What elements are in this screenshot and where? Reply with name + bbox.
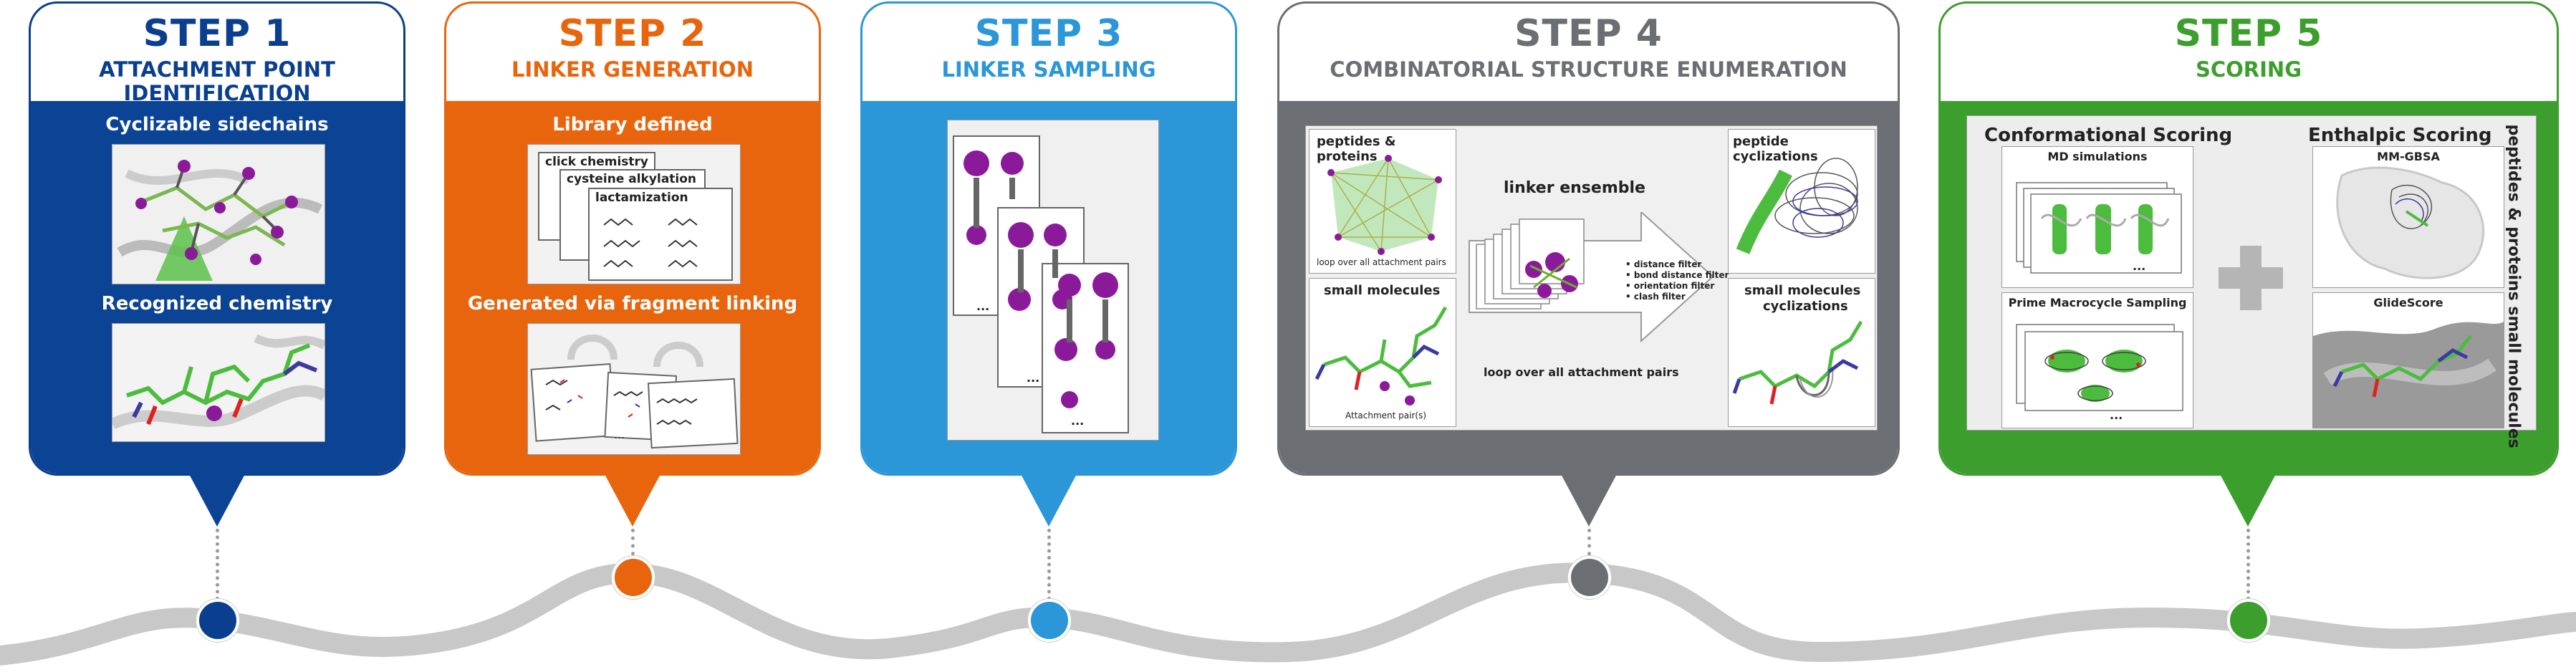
step1-image-chemistry xyxy=(112,323,325,442)
step3-ellipsis-2: ... xyxy=(1027,371,1039,385)
step1-pointer xyxy=(188,473,246,527)
md-ellipsis: ... xyxy=(2133,259,2145,273)
step2-subtitle: LINKER GENERATION xyxy=(511,57,754,82)
step1-body: Cyclizable sidechains Recognized chemist… xyxy=(31,101,403,474)
chemistry-molecule-icon xyxy=(112,334,325,430)
prime-sampling-label: Prime Macrocycle Sampling xyxy=(2008,296,2187,309)
peptides-caption: loop over all attachment pairs xyxy=(1317,257,1446,267)
step3-timeline-node xyxy=(1028,599,1071,642)
step2-body: Library defined click chemistry cysteine… xyxy=(446,101,819,474)
step1-connector xyxy=(216,529,219,600)
step4-title: STEP 4 xyxy=(1514,12,1663,55)
step5-side-label: peptides & proteins small molecules xyxy=(2504,124,2523,448)
peptide-cyclizations-label: peptide cyclizations xyxy=(1733,134,1818,164)
step5-card: STEP 5 SCORING Conformational Scoring MD… xyxy=(1938,1,2559,476)
mmgbsa-label: MM-GBSA xyxy=(2377,150,2440,163)
md-simulations-panel: MD simulations ... xyxy=(2001,146,2193,288)
step3-subtitle: LINKER SAMPLING xyxy=(941,57,1156,82)
step3-ellipsis-1: ... xyxy=(976,299,989,313)
prime-sampling-panel: Prime Macrocycle Sampling ... xyxy=(2001,292,2193,428)
sidechains-molecule-icon xyxy=(117,160,323,281)
filter-distance: • distance filter xyxy=(1625,259,1702,269)
prime-ellipsis: ... xyxy=(2110,408,2123,422)
step2-timeline-node xyxy=(612,556,655,599)
step2-card: STEP 2 LINKER GENERATION Library defined… xyxy=(444,1,821,476)
step4-small-molecules-panel: small molecules Attachment pair(s) xyxy=(1309,278,1456,427)
glidescore-panel: GlideScore xyxy=(2312,292,2504,428)
fragment-linking-icon: ... xyxy=(530,335,739,449)
step2-label-bottom: Generated via fragment linking xyxy=(467,293,798,315)
step2-connector xyxy=(631,529,635,563)
lactam-structures-icon xyxy=(603,218,698,268)
step4-content-area: peptides & proteins loop over all attach… xyxy=(1305,125,1878,431)
step3-title: STEP 3 xyxy=(974,12,1123,55)
step2-label-top: Library defined xyxy=(552,114,713,135)
step4-connector xyxy=(1587,529,1591,563)
step3-sampling-panel: ... ... ... xyxy=(947,120,1159,441)
step4-pointer xyxy=(1560,473,1618,527)
step3-body: ... ... ... xyxy=(862,101,1235,474)
loop-caption: loop over all attachment pairs xyxy=(1484,365,1679,379)
step4-card: STEP 4 COMBINATORIAL STRUCTURE ENUMERATI… xyxy=(1277,1,1900,476)
step5-title: STEP 5 xyxy=(2174,12,2323,55)
step1-label-top: Cyclizable sidechains xyxy=(105,114,329,135)
step4-timeline-node xyxy=(1568,556,1611,599)
step3-ellipsis-3: ... xyxy=(1071,414,1084,428)
step2-pointer xyxy=(604,473,661,527)
step1-subtitle-line1: ATTACHMENT POINT xyxy=(99,57,335,82)
filter-clash: • clash filter xyxy=(1625,292,1686,302)
step5-subtitle: SCORING xyxy=(2195,57,2302,82)
md-simulations-label: MD simulations xyxy=(2047,150,2148,163)
glidescore-label: GlideScore xyxy=(2373,296,2443,309)
step4-small-cyclizations-panel: small molecules cyclizations xyxy=(1728,278,1875,427)
step4-body: peptides & proteins loop over all attach… xyxy=(1279,101,1898,474)
step5-connector xyxy=(2246,529,2250,600)
mmgbsa-panel: MM-GBSA xyxy=(2312,146,2504,288)
step5-pointer xyxy=(2219,473,2277,527)
small-molecule-icon xyxy=(1315,306,1448,405)
ensemble-arrow-icon xyxy=(1469,212,1714,343)
linker-ensemble-label: linker ensemble xyxy=(1504,179,1645,197)
step1-card: STEP 1 ATTACHMENT POINT IDENTIFICATION C… xyxy=(29,1,405,476)
small-cyc-label-line2: cyclizations xyxy=(1763,299,1848,314)
step2-ellipsis: ... xyxy=(614,428,625,441)
filter-bond-distance: • bond distance filter xyxy=(1625,270,1729,280)
md-simulations-icon: ... xyxy=(2016,182,2182,274)
filter-orientation: • orientation filter xyxy=(1625,281,1715,291)
step4-peptide-cyclizations-panel: peptide cyclizations xyxy=(1728,129,1875,274)
prime-sampling-icon: ... xyxy=(2016,324,2183,422)
step4-peptides-panel: peptides & proteins loop over all attach… xyxy=(1309,129,1456,274)
conformational-scoring-title: Conformational Scoring xyxy=(1984,125,2233,146)
step1-label-bottom: Recognized chemistry xyxy=(101,293,333,315)
small-cyc-label-line1: small molecules xyxy=(1744,283,1861,298)
step3-pointer xyxy=(1020,473,1077,527)
plus-icon xyxy=(2219,246,2283,310)
step4-subtitle: COMBINATORIAL STRUCTURE ENUMERATION xyxy=(1330,57,1847,82)
doc-lactamization: lactamization xyxy=(588,188,733,281)
step2-title: STEP 2 xyxy=(558,12,707,55)
small-molecules-caption: Attachment pair(s) xyxy=(1345,411,1427,421)
peptide-cyclizations-icon xyxy=(1736,158,1858,254)
peptides-network-icon xyxy=(1327,155,1442,255)
small-molecules-label: small molecules xyxy=(1324,283,1441,298)
step1-title: STEP 1 xyxy=(143,12,292,55)
small-cyclizations-icon xyxy=(1732,320,1863,405)
peptides-label: peptides & proteins xyxy=(1317,134,1396,164)
step3-connector xyxy=(1047,529,1051,600)
enthalpic-scoring-title: Enthalpic Scoring xyxy=(2308,125,2492,146)
mmgbsa-icon xyxy=(2336,166,2485,279)
step3-card: STEP 3 LINKER SAMPLING xyxy=(860,1,1237,476)
step1-timeline-node xyxy=(196,599,239,642)
step5-content-area: Conformational Scoring MD simulations ..… xyxy=(1966,115,2537,431)
step2-fragment-panel: ... xyxy=(527,323,741,455)
glidescore-icon xyxy=(2313,322,2504,428)
linker-sampling-icon: ... ... ... xyxy=(953,135,1129,433)
step1-image-sidechains xyxy=(112,144,325,284)
step5-body: Conformational Scoring MD simulations ..… xyxy=(1941,101,2557,474)
step5-timeline-node xyxy=(2227,599,2270,642)
step2-library-panel: click chemistry cysteine alkylation lact… xyxy=(527,144,741,284)
